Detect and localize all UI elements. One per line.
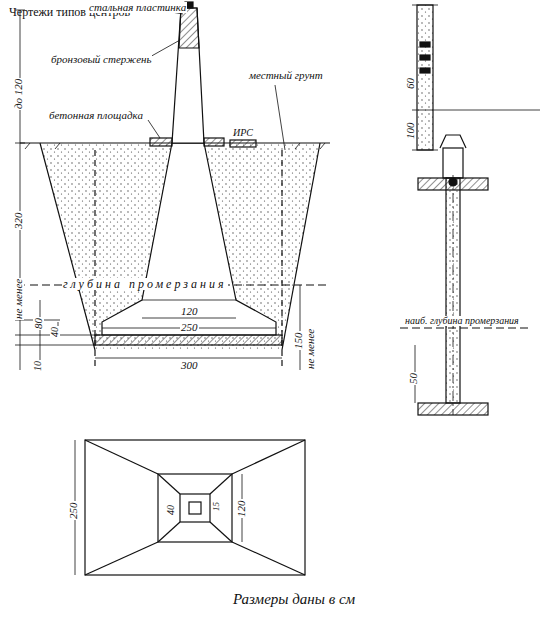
level-label: наиб. глубина промерзания — [404, 316, 520, 326]
dimension: 80 — [33, 317, 44, 330]
dimension: 10 — [33, 360, 43, 372]
dimension: 150 — [293, 332, 304, 351]
part-label: ИРС — [232, 128, 254, 138]
dimension: 120 — [180, 306, 199, 317]
part-label: бетонная площадка — [48, 110, 144, 121]
part-label: стальная пластинка — [88, 2, 187, 13]
dimension: 60 — [405, 77, 416, 90]
dimension: не менее — [305, 328, 316, 370]
dimension: не менее — [13, 278, 24, 320]
dimension: до 120 — [13, 78, 24, 110]
part-label: местный грунт — [248, 70, 324, 81]
dimension: 250 — [180, 322, 199, 333]
dimension: 120 — [236, 500, 247, 519]
dimension: 15 — [212, 501, 221, 512]
level-label: глубина промерзания — [62, 278, 228, 290]
dimension: 100 — [405, 122, 416, 141]
dimension: 40 — [50, 326, 60, 338]
dimension: 320 — [13, 212, 24, 231]
dimension: 300 — [180, 360, 199, 371]
part-label: бронзовый стержень — [50, 54, 152, 65]
caption-note: Размеры даны в см — [232, 592, 356, 607]
dimension: 40 — [166, 504, 176, 516]
dimension: 50 — [408, 372, 419, 385]
dimension: 250 — [68, 502, 79, 521]
